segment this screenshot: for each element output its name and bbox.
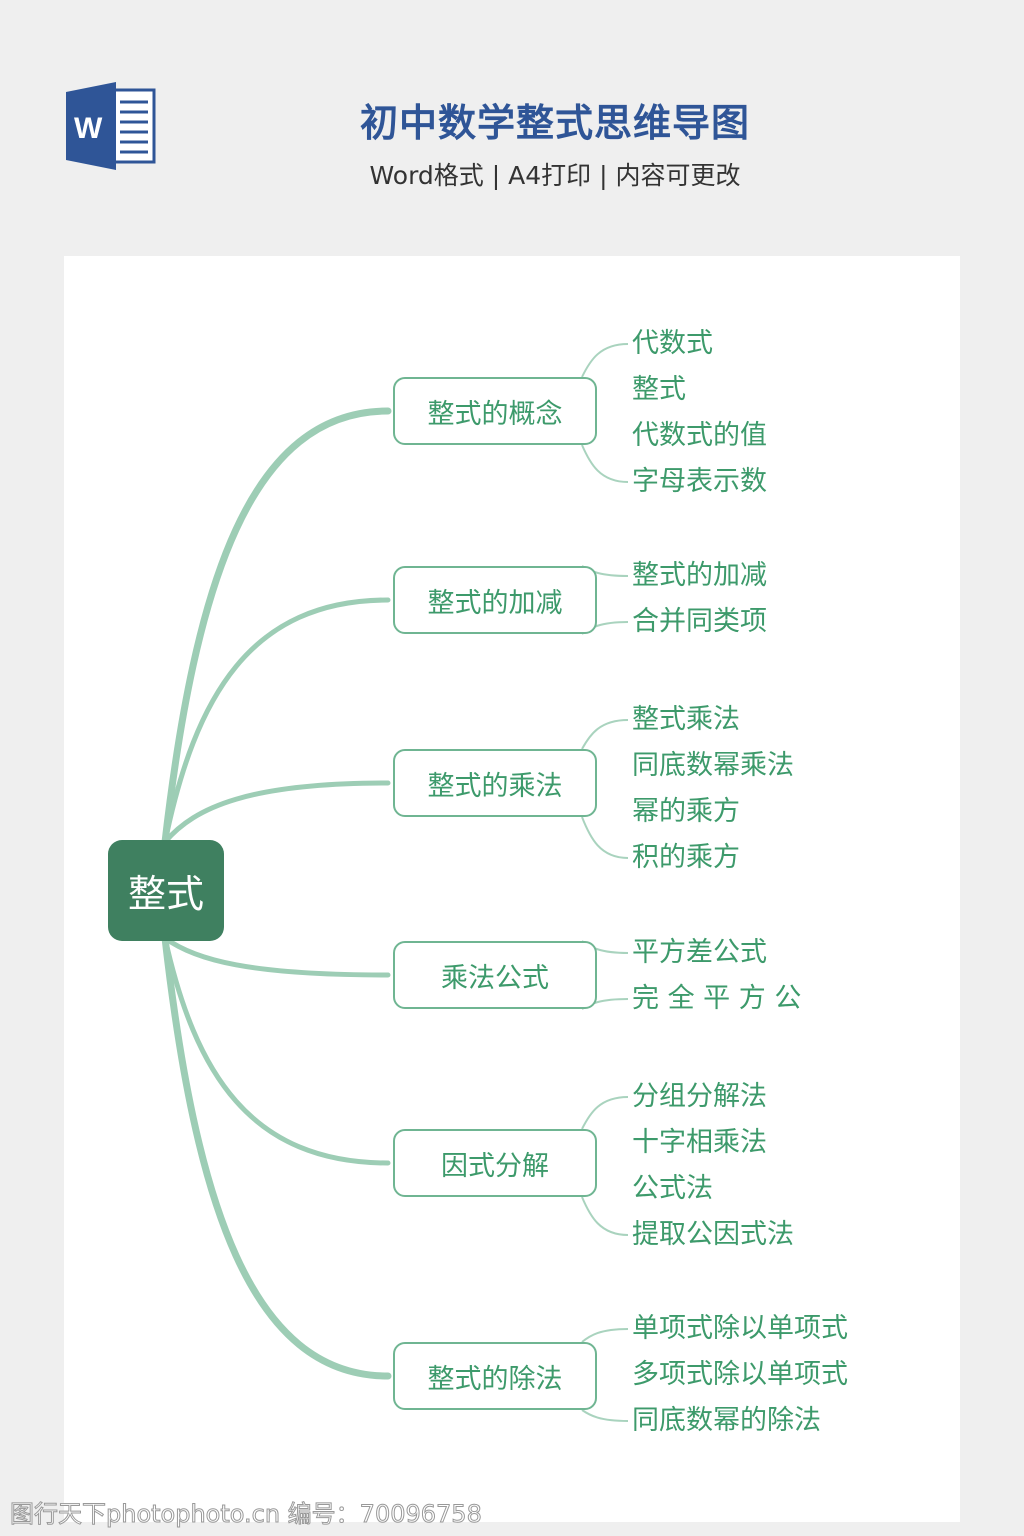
page-subtitle: Word格式 | A4打印 | 内容可更改 bbox=[369, 161, 741, 190]
leaf-bracket bbox=[581, 1196, 629, 1236]
leaf-node[interactable]: 整式的加减 bbox=[632, 560, 767, 591]
leaf-node[interactable]: 十字相乘法 bbox=[632, 1127, 767, 1158]
leaf-node[interactable]: 单项式除以单项式 bbox=[632, 1313, 848, 1344]
leaf-node[interactable]: 幂的乘方 bbox=[632, 796, 740, 827]
leaf-node[interactable]: 公式法 bbox=[632, 1173, 713, 1204]
leaf-node[interactable]: 多项式除以单项式 bbox=[632, 1359, 848, 1390]
svg-text:W: W bbox=[74, 112, 103, 145]
word-icon: W bbox=[64, 82, 156, 170]
root-branch-link bbox=[161, 407, 392, 846]
leaf-node[interactable]: 同底数幂的除法 bbox=[632, 1405, 821, 1436]
branch-node[interactable]: 整式的概念 bbox=[393, 377, 597, 445]
branch-node[interactable]: 整式的乘法 bbox=[393, 749, 597, 817]
branch-node[interactable]: 整式的除法 bbox=[393, 1342, 597, 1410]
root-branch-link bbox=[161, 934, 392, 1380]
leaf-bracket bbox=[581, 816, 629, 859]
leaf-node[interactable]: 平方差公式 bbox=[632, 937, 767, 968]
root-branch-link bbox=[162, 780, 391, 845]
leaf-node[interactable]: 代数式的值 bbox=[632, 420, 767, 451]
leaf-node[interactable]: 完 全 平 方 公 bbox=[632, 983, 802, 1014]
leaf-bracket bbox=[581, 1409, 629, 1422]
root-node[interactable]: 整式 bbox=[108, 840, 224, 941]
page-title: 初中数学整式思维导图 bbox=[359, 101, 750, 145]
root-branch-link bbox=[162, 935, 391, 1166]
leaf-node[interactable]: 合并同类项 bbox=[632, 606, 767, 637]
leaf-node[interactable]: 同底数幂乘法 bbox=[632, 750, 794, 781]
leaf-bracket bbox=[581, 343, 629, 378]
leaf-node[interactable]: 字母表示数 bbox=[632, 466, 767, 497]
branch-node[interactable]: 因式分解 bbox=[393, 1129, 597, 1197]
watermark: 图行天下photophoto.cn 编号：70096758 bbox=[10, 1500, 483, 1529]
leaf-bracket bbox=[581, 444, 629, 483]
branch-node[interactable]: 整式的加减 bbox=[393, 566, 597, 634]
leaf-node[interactable]: 积的乘方 bbox=[632, 842, 740, 873]
branch-node[interactable]: 乘法公式 bbox=[393, 941, 597, 1009]
leaf-bracket bbox=[581, 1328, 629, 1343]
leaf-bracket bbox=[581, 719, 629, 750]
leaf-node[interactable]: 整式乘法 bbox=[632, 704, 740, 735]
root-branch-link bbox=[162, 597, 391, 845]
leaf-bracket bbox=[581, 1096, 629, 1130]
leaf-node[interactable]: 整式 bbox=[632, 374, 686, 405]
leaf-node[interactable]: 代数式 bbox=[632, 328, 713, 359]
leaf-node[interactable]: 分组分解法 bbox=[632, 1081, 767, 1112]
root-branch-link bbox=[162, 935, 391, 978]
leaf-node[interactable]: 提取公因式法 bbox=[632, 1219, 794, 1250]
